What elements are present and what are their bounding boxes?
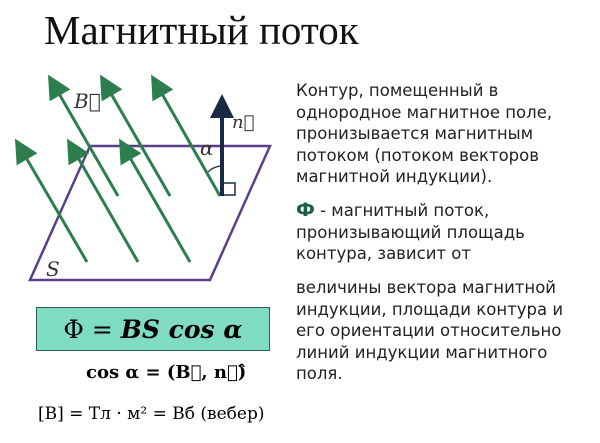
main-formula-box: Φ = BS cos α: [36, 307, 270, 351]
intro-text: Контур, помещенный в однородное магнитно…: [296, 81, 553, 186]
alpha-label: α: [200, 136, 214, 160]
magnetic-flux-diagram: B⃗ n⃗ α S: [14, 74, 272, 282]
field-line: [151, 74, 222, 197]
field-line: [67, 138, 140, 263]
right-angle-mark: [222, 182, 236, 196]
units-formula: [B] = Тл · м² = Вб (вебер): [38, 404, 265, 424]
field-line: [100, 74, 172, 197]
phi-symbol: Ф: [296, 199, 315, 221]
angle-arc: [207, 165, 223, 173]
field-lines: [14, 74, 222, 263]
phi-definition: Ф - магнитный поток, пронизывающий площа…: [296, 199, 596, 265]
formula-phi: Φ =: [63, 314, 113, 344]
page-title: Магнитный поток: [44, 7, 359, 53]
formula-bs-cos: BS cos α: [120, 314, 243, 344]
contour-parallelogram: [28, 144, 272, 282]
dependency-text: величины вектора магнитной индукции, пло…: [296, 278, 564, 383]
field-line: [14, 138, 89, 263]
field-line: [119, 138, 192, 263]
cos-definition: cos α = (B⃗, n⃗)̂: [86, 362, 247, 383]
n-label: n⃗: [232, 112, 254, 133]
phi-definition-text: - магнитный поток, пронизывающий площадь…: [296, 201, 525, 263]
s-label: S: [46, 257, 60, 281]
b-label: B⃗: [73, 89, 101, 113]
